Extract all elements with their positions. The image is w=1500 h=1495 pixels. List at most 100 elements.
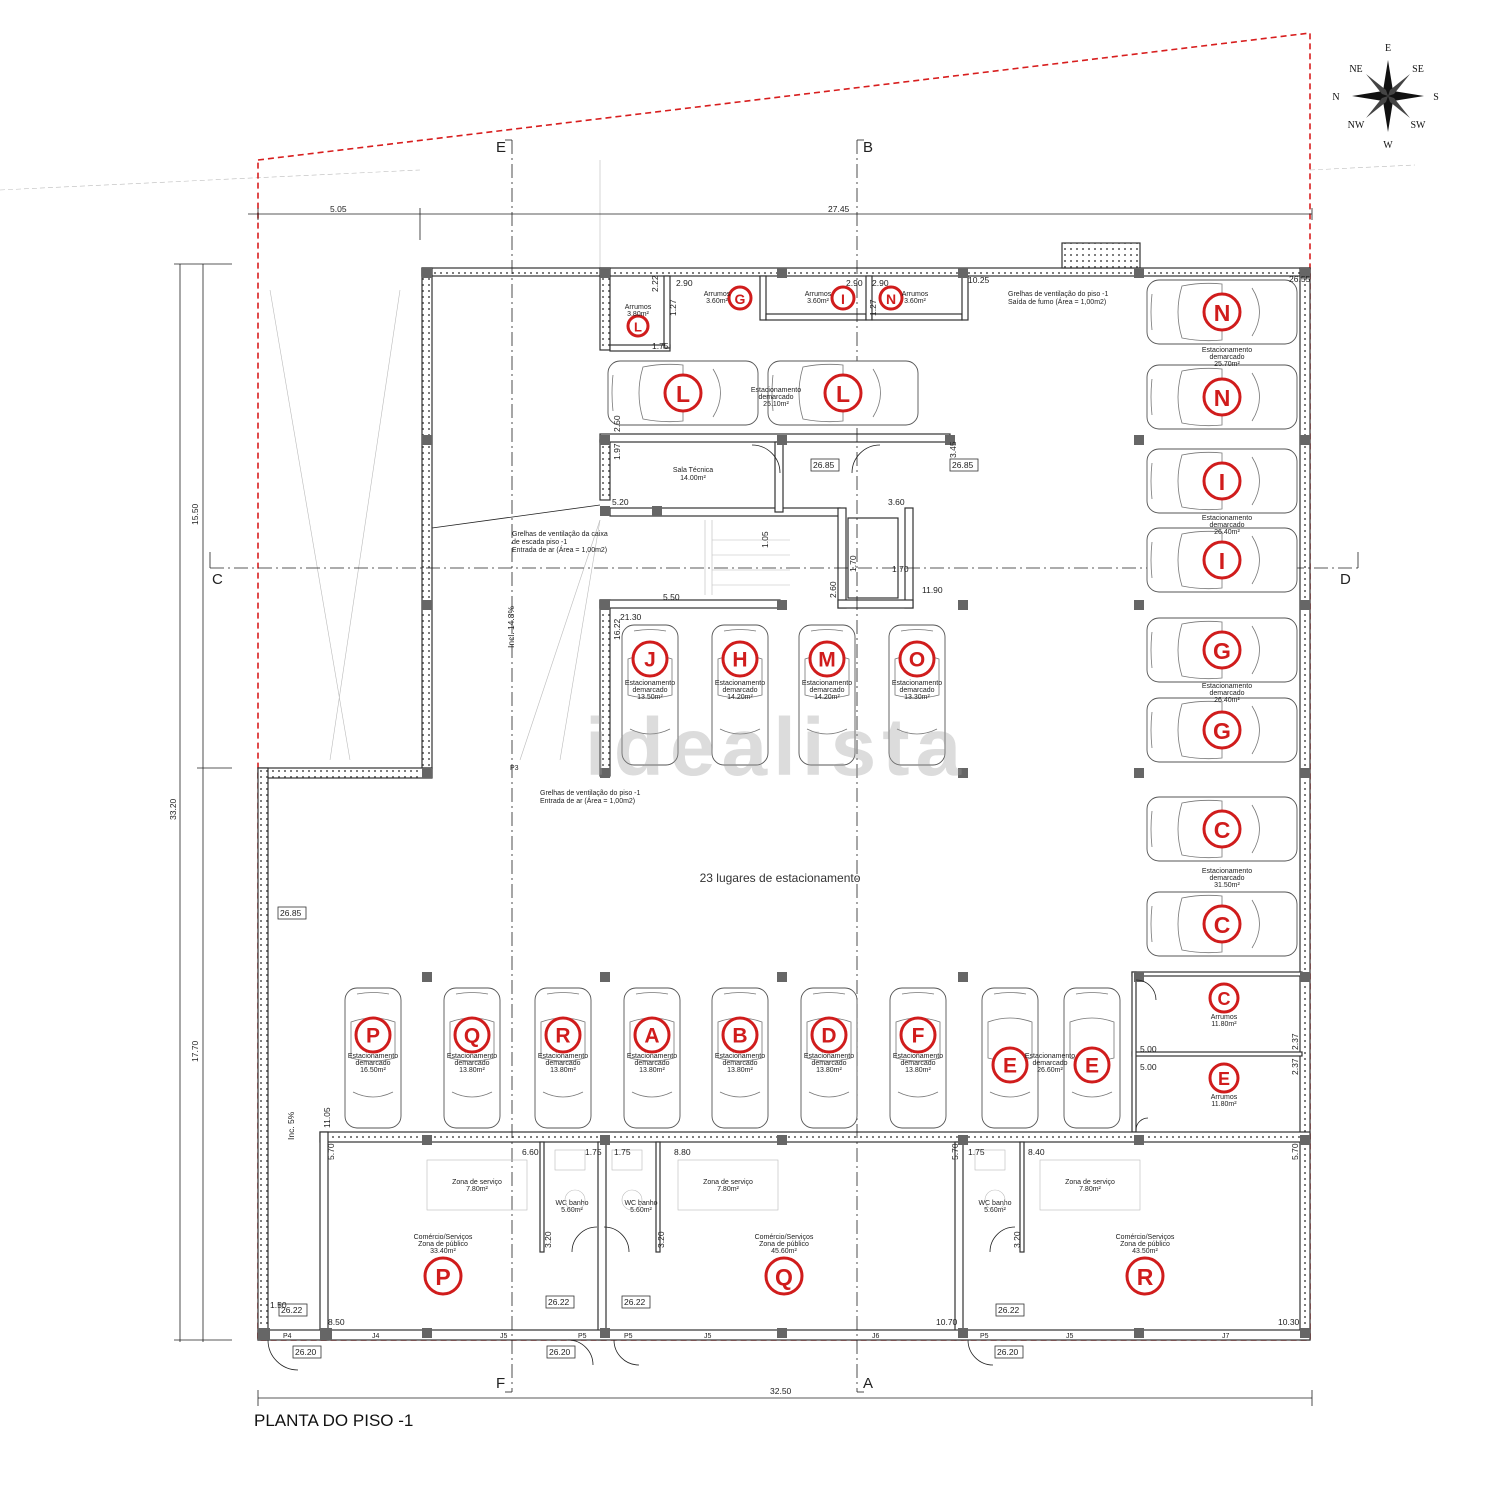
shop-service-area: 7.80m² xyxy=(717,1186,739,1193)
inner-dimension: 8.40 xyxy=(1028,1147,1045,1157)
page-title: PLANTA DO PISO -1 xyxy=(254,1411,413,1430)
space-badge-i: I xyxy=(1202,540,1242,580)
storage-label: Arrumos xyxy=(1211,1094,1238,1101)
level-tag: 26.85 xyxy=(813,460,835,470)
axis-label-e: E xyxy=(496,139,506,156)
parking-sublabel: demarcado xyxy=(722,1060,757,1067)
space-badge-l: L xyxy=(823,373,863,413)
note-vent-smoke-2: Saída de fumo (Área = 1,00m2) xyxy=(1008,297,1106,306)
axis-label-d: D xyxy=(1340,571,1351,588)
level-tag: 26.22 xyxy=(998,1305,1020,1315)
dim-left-upper: 15.50 xyxy=(190,503,200,525)
parking-label: Estacionamento xyxy=(1202,347,1252,354)
inner-dimension: 1.75 xyxy=(968,1147,985,1157)
parking-label: Estacionamento xyxy=(1202,868,1252,875)
shop-wc-label: WC banho xyxy=(978,1200,1011,1207)
parking-area: 25.10m² xyxy=(763,401,789,408)
parking-label: Estacionamento xyxy=(1202,683,1252,690)
shop-zone: Zona de público xyxy=(418,1241,468,1248)
shop-service-label: Zona de serviço xyxy=(1065,1179,1115,1186)
shop-badge-r: R xyxy=(1125,1256,1165,1296)
parking-label: Estacionamento xyxy=(751,387,801,394)
shop-wc-area: 5.60m² xyxy=(630,1207,652,1214)
columns xyxy=(258,268,1310,1340)
parking-sublabel: demarcado xyxy=(632,687,667,694)
door-tag: J5 xyxy=(704,1333,712,1340)
parking-sublabel: demarcado xyxy=(809,687,844,694)
door-tag: P5 xyxy=(624,1333,633,1340)
inner-dimension: 5.00 xyxy=(1140,1044,1157,1054)
space-badge-g: G xyxy=(1202,630,1242,670)
space-badge-e: E xyxy=(991,1046,1029,1084)
level-tag: 26.22 xyxy=(624,1297,646,1307)
svg-text:P: P xyxy=(366,1025,380,1048)
door-tag: P5 xyxy=(578,1333,587,1340)
storage-badge-l: L xyxy=(626,314,650,338)
parking-label: Estacionamento xyxy=(1025,1053,1075,1060)
door-tag: P5 xyxy=(980,1333,989,1340)
parking-label: Estacionamento xyxy=(1202,515,1252,522)
inner-dimension: 6.60 xyxy=(522,1147,539,1157)
inner-dimension: 2.22 xyxy=(650,275,660,292)
svg-text:D: D xyxy=(821,1025,836,1048)
space-badge-i: I xyxy=(1202,461,1242,501)
inner-dimension: 1.50 xyxy=(270,1300,287,1310)
inner-dimension: 1.75 xyxy=(652,341,669,351)
inner-dimension: 2.37 xyxy=(1290,1058,1300,1075)
parking-label: Estacionamento xyxy=(804,1053,854,1060)
inner-dimension: 1.05 xyxy=(760,531,770,548)
inner-dimension: 2.90 xyxy=(676,278,693,288)
shop-name: Comércio/Serviços xyxy=(1116,1234,1175,1241)
svg-text:I: I xyxy=(1219,469,1225,495)
storage-label: Arrumos xyxy=(1211,1014,1238,1021)
space-badge-m: M xyxy=(808,640,846,678)
inner-dimension: 1.70 xyxy=(892,564,909,574)
ramp-incline-upper: Incl. 14.8% xyxy=(506,606,516,648)
shop-service-label: Zona de serviço xyxy=(703,1179,753,1186)
space-badge-r: R xyxy=(544,1016,582,1054)
space-badge-f: F xyxy=(899,1016,937,1054)
shop-area: 45.60m² xyxy=(771,1248,797,1255)
inner-dimension: 5.50 xyxy=(663,592,680,602)
storage-area: 11.80m² xyxy=(1211,1101,1237,1108)
inner-dimension: 8.80 xyxy=(674,1147,691,1157)
svg-text:J: J xyxy=(644,649,656,672)
staircase xyxy=(704,520,790,595)
parking-sublabel: demarcado xyxy=(722,687,757,694)
note-vent-floor-1: Grelhas de ventilação do piso -1 xyxy=(540,790,640,797)
space-badge-o: O xyxy=(898,640,936,678)
storage-area: 3.60m² xyxy=(807,298,829,305)
parking-label: Estacionamento xyxy=(627,1053,677,1060)
parking-sublabel: demarcado xyxy=(1032,1060,1067,1067)
shop-name: Comércio/Serviços xyxy=(755,1234,814,1241)
inner-dimension: 1.75 xyxy=(614,1147,631,1157)
space-badge-d: D xyxy=(810,1016,848,1054)
svg-text:H: H xyxy=(732,649,747,672)
storage-label: Arrumos xyxy=(805,291,832,298)
svg-text:C: C xyxy=(1214,912,1231,938)
technical-room-label: Sala Técnica xyxy=(673,467,713,474)
svg-text:G: G xyxy=(1213,718,1231,744)
inner-dimension: 1.27 xyxy=(868,299,878,316)
inner-dimension: 2.90 xyxy=(846,278,863,288)
inner-dimension: 8.50 xyxy=(328,1317,345,1327)
level-tag: 26.20 xyxy=(549,1347,571,1357)
parking-label: Estacionamento xyxy=(625,680,675,687)
shop-zone: Zona de público xyxy=(1120,1241,1170,1248)
svg-text:P: P xyxy=(435,1264,450,1290)
parking-label: Estacionamento xyxy=(715,680,765,687)
level-tag: 11.90 xyxy=(922,585,943,595)
parking-area: 13.80m² xyxy=(639,1067,665,1074)
svg-text:I: I xyxy=(1219,548,1225,574)
door-tag: J5 xyxy=(500,1333,508,1340)
compass-nw: NW xyxy=(1348,120,1365,131)
svg-text:L: L xyxy=(634,320,642,335)
inner-dimension: 10.30 xyxy=(1278,1317,1300,1327)
compass-rose: E NE SE N S NW SW W xyxy=(1332,43,1438,151)
parking-sublabel: demarcado xyxy=(900,1060,935,1067)
svg-text:Q: Q xyxy=(464,1025,480,1048)
parking-sublabel: demarcado xyxy=(758,394,793,401)
svg-text:N: N xyxy=(1214,300,1231,326)
svg-text:A: A xyxy=(644,1025,659,1048)
